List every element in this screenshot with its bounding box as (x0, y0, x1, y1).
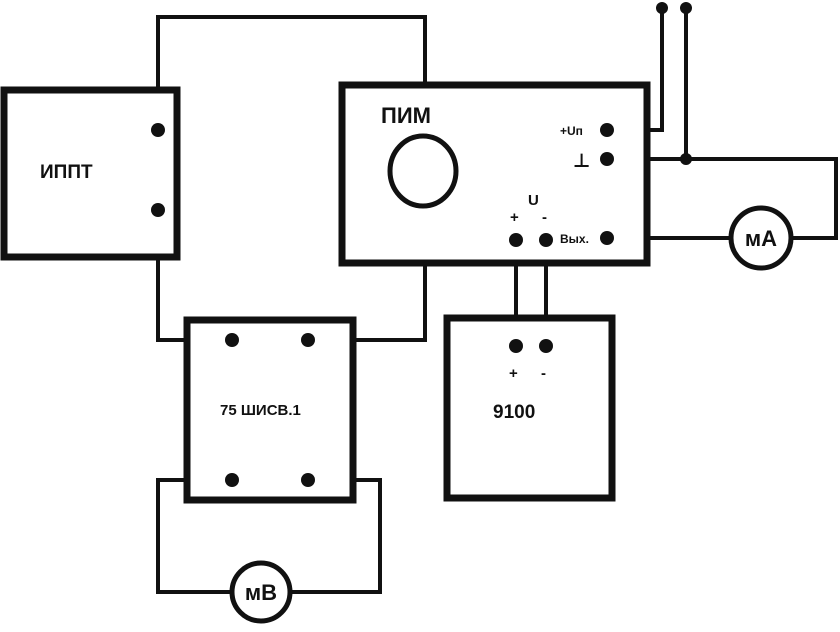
millivoltmeter: мВ (229, 560, 293, 624)
supply-lead-ground (680, 2, 692, 14)
milliammeter-label: мА (745, 226, 777, 251)
pim-ground-label: ⊥ (573, 151, 590, 172)
calibrator-terminal-plus (509, 339, 523, 353)
calibrator-label: 9100 (493, 402, 535, 423)
pim-coil-sensor (387, 133, 459, 209)
ippt-label: ИППТ (40, 162, 93, 183)
pim-terminal-supply-plus (600, 123, 614, 137)
millivoltmeter-label: мВ (245, 580, 277, 605)
shunt-device: 75 ШИСВ.1 (183, 316, 357, 504)
shunt-label: 75 ШИСВ.1 (220, 402, 301, 419)
millivoltmeter-circle (229, 560, 293, 624)
pim-voltage-plus-label: + (510, 209, 519, 226)
pim-terminal-output (600, 231, 614, 245)
ippt-terminal-top (151, 123, 165, 137)
pim-terminal-u-plus (509, 233, 523, 247)
supply-lead-plus (656, 2, 668, 14)
shunt-box (183, 316, 357, 504)
pim-terminal-u-minus (539, 233, 553, 247)
ippt-box (0, 86, 181, 261)
calibrator-terminal-minus (539, 339, 553, 353)
pim-box (338, 81, 651, 267)
calibrator-device: 9100 + - (443, 314, 616, 502)
pim-label: ПИМ (381, 103, 431, 128)
pim-supply-plus-label: +Uп (560, 124, 583, 138)
shunt-terminal-top-left (225, 333, 239, 347)
milliammeter-circle (728, 205, 794, 271)
ground-junction (680, 153, 692, 165)
calibrator-minus-label: - (541, 365, 546, 382)
pim-terminal-ground (600, 152, 614, 166)
calibrator-plus-label: + (509, 365, 518, 382)
wire-supply-ground (607, 157, 838, 240)
ippt-terminal-bottom (151, 203, 165, 217)
pim-device: ПИМ +Uп ⊥ Вых. U + - (338, 81, 651, 267)
wire-ippt-top-to-pim-coil (156, 15, 427, 130)
calibrator-box (443, 314, 616, 502)
pim-voltage-minus-label: - (542, 209, 547, 226)
shunt-terminal-bottom-right (301, 473, 315, 487)
shunt-terminal-top-right (301, 333, 315, 347)
pim-voltage-label: U (528, 192, 539, 209)
pim-output-label: Вых. (560, 232, 589, 246)
milliammeter: мА (728, 205, 794, 271)
ippt-device: ИППТ (0, 86, 181, 261)
shunt-terminal-bottom-left (225, 473, 239, 487)
terminals (151, 2, 692, 487)
